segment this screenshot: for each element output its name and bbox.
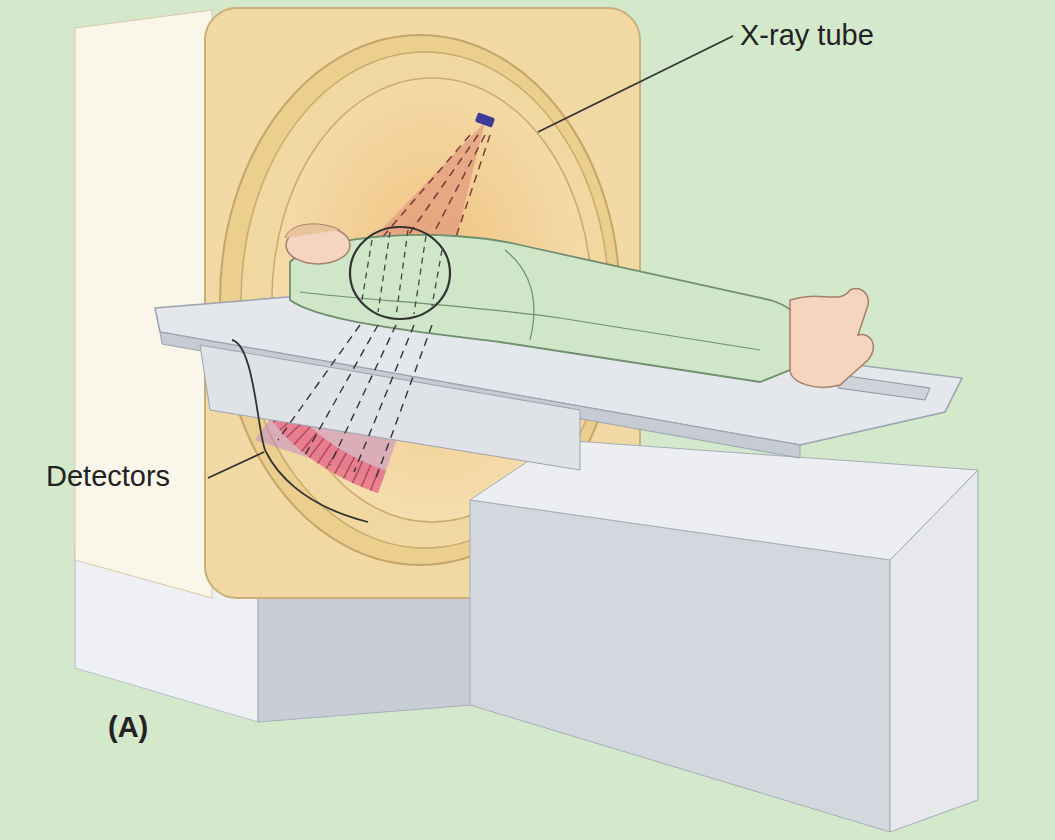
part-label: Detectors (46, 461, 170, 493)
panel-letter: (A) (108, 712, 148, 744)
part-label: X-ray tube (740, 20, 874, 52)
